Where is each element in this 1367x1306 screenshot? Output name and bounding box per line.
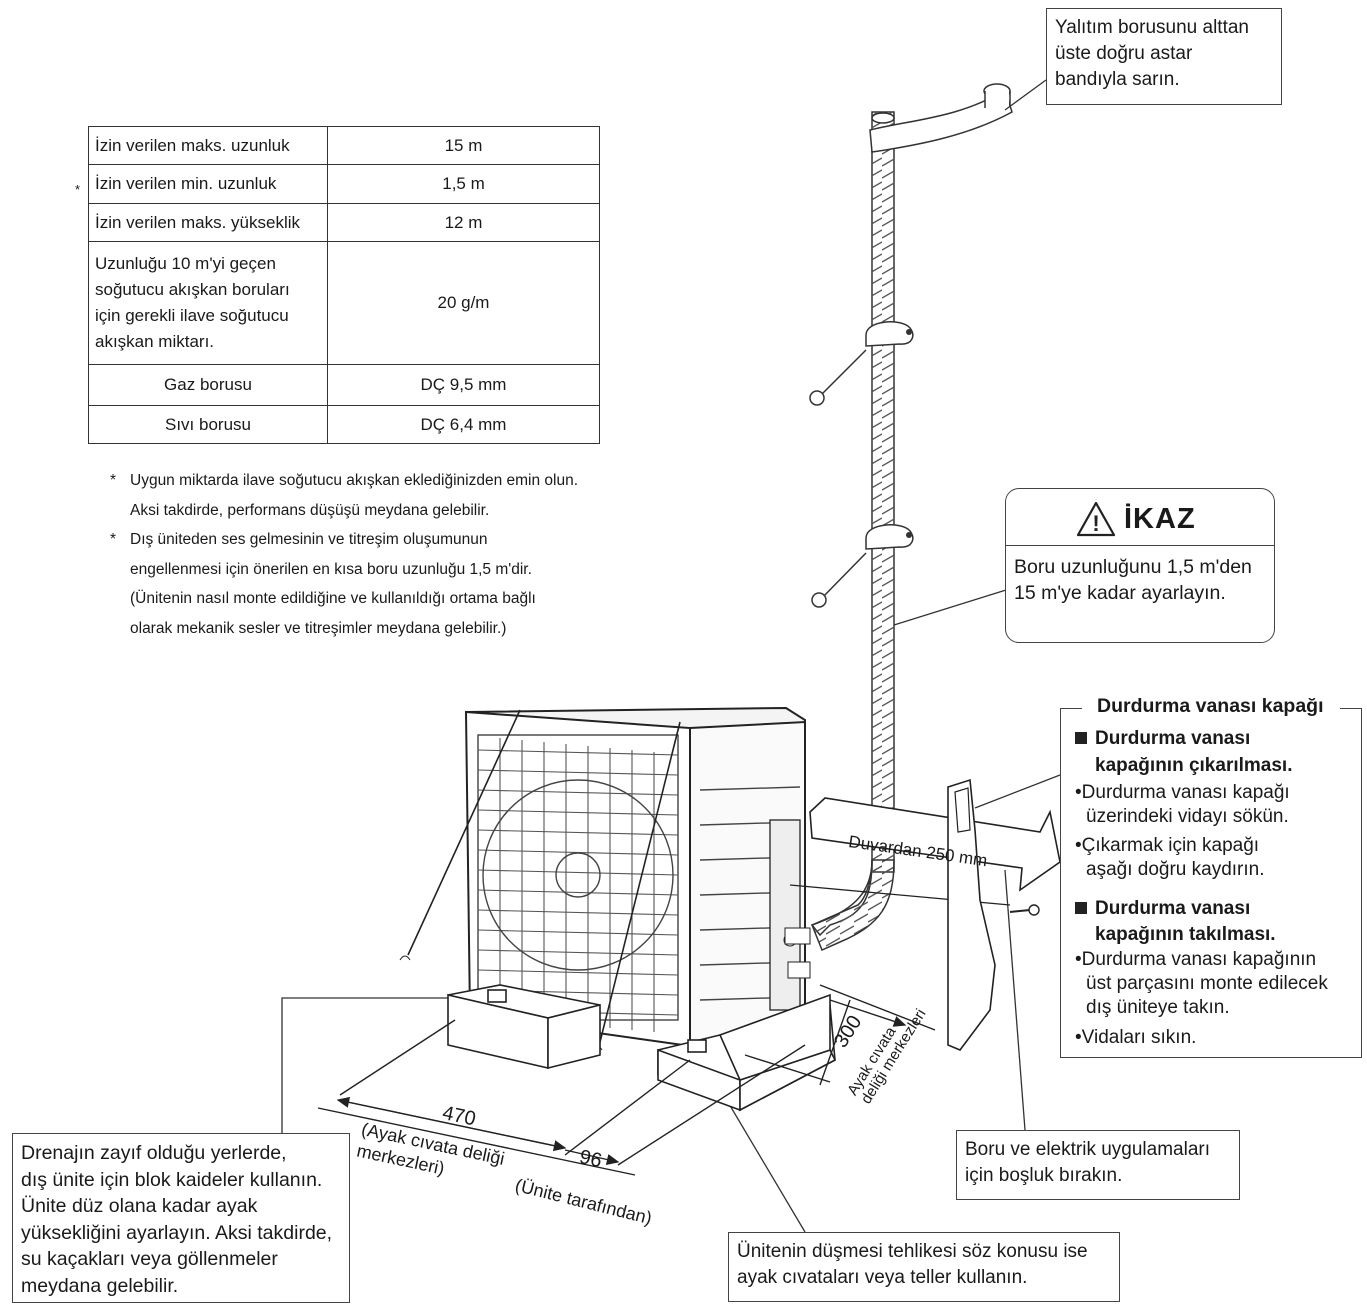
clearance-callout: Boru ve elektrik uygulamaları için boşlu… xyxy=(956,1130,1240,1200)
drainage-callout: Drenajın zayıf olduğu yerlerde, dış ünit… xyxy=(12,1133,350,1303)
notes: * Uygun miktarda ilave soğutucu akışkan e… xyxy=(110,466,578,643)
table-row: İzin verilen maks. yükseklik 12 m xyxy=(88,203,600,242)
heading-line: Durdurma vanası xyxy=(1095,728,1251,749)
panel-border xyxy=(1060,708,1082,709)
heading-line: kapağının takılması. xyxy=(1095,924,1276,945)
step-line: Çıkarmak için kapağı xyxy=(1081,835,1260,856)
table-cell-label: İzin verilen min. uzunluk xyxy=(88,164,328,204)
support-blocks xyxy=(447,984,837,1112)
dot-bullet: • xyxy=(1075,949,1082,970)
callout-line: su kaçakları veya göllenmeler xyxy=(21,1248,278,1270)
table-row: İzin verilen min. uzunluk 1,5 m xyxy=(88,164,600,204)
table-cell-value: 12 m xyxy=(327,203,600,242)
table-cell-label: İzin verilen maks. uzunluk xyxy=(88,126,328,165)
insulated-pipe xyxy=(810,83,1013,952)
table-cell-value: 20 g/m xyxy=(327,241,600,365)
dimension-96: 96 xyxy=(577,1146,604,1173)
warning-title: İKAZ xyxy=(1124,503,1196,535)
warning-triangle-icon: ! xyxy=(1076,501,1116,537)
removal-heading: Durdurma vanası xyxy=(1075,726,1250,751)
install-step: •Durdurma vanası kapağının xyxy=(1075,947,1316,972)
callout-line: ayak cıvataları veya teller kullanın. xyxy=(737,1267,1028,1288)
step-line: Vidaları sıkın. xyxy=(1081,1027,1197,1048)
valve-cover-title: Durdurma vanası kapağı xyxy=(1093,695,1328,718)
label-line: akışkan miktarı. xyxy=(95,332,215,351)
note-line: olarak mekanik sesler ve titreşimler mey… xyxy=(130,619,507,637)
note-bullet: * xyxy=(110,531,117,548)
pipe-clip-upper xyxy=(809,321,914,406)
install-heading: Durdurma vanası xyxy=(1075,896,1250,921)
callout-line: için boşluk bırakın. xyxy=(965,1165,1123,1186)
outdoor-unit xyxy=(399,706,811,1051)
note-line: Uygun miktarda ilave soğutucu akışkan ek… xyxy=(130,472,579,489)
callout-line: yüksekliğini ayarlayın. Aksi takdirde, xyxy=(21,1221,333,1244)
dot-bullet: • xyxy=(1075,782,1082,803)
removal-step: •Durdurma vanası kapağı xyxy=(1075,780,1290,805)
table-cell-value: DÇ 9,5 mm xyxy=(327,364,600,406)
spec-table: İzin verilen maks. uzunluk 15 m İzin ver… xyxy=(88,126,600,444)
removal-step: •Çıkarmak için kapağı xyxy=(1075,833,1259,858)
table-row: Uzunluğu 10 m'yi geçen soğutucu akışkan … xyxy=(88,241,600,365)
warning-symbol: ! xyxy=(1092,511,1099,536)
heading-line: Durdurma vanası xyxy=(1095,898,1251,919)
table-row: Gaz borusu DÇ 9,5 mm xyxy=(88,364,600,406)
note-bullet: * xyxy=(110,472,117,489)
dimension-lines xyxy=(317,984,936,1176)
step-line: üst parçasını monte edilecek xyxy=(1086,973,1328,994)
step-line: Durdurma vanası kapağı xyxy=(1081,782,1290,803)
note-line: Dış üniteden ses gelmesinin ve titreşim … xyxy=(130,531,488,548)
table-cell-value: 1,5 m xyxy=(327,164,600,204)
table-cell-label: Uzunluğu 10 m'yi geçen soğutucu akışkan … xyxy=(88,241,328,365)
table-row: İzin verilen maks. uzunluk 15 m xyxy=(88,126,600,165)
table-asterisk: * xyxy=(75,182,81,197)
warning-header: ! İKAZ xyxy=(1006,495,1274,546)
label-line: için gerekli ilave soğutucu xyxy=(95,306,289,325)
heading-line: kapağının çıkarılması. xyxy=(1095,755,1293,776)
valve-cover-panel xyxy=(1060,708,1362,1058)
label-line: Uzunluğu 10 m'yi geçen xyxy=(95,254,276,273)
table-cell-value: DÇ 6,4 mm xyxy=(327,405,600,444)
table-cell-label: Gaz borusu xyxy=(88,364,328,406)
callout-line: bandıyla sarın. xyxy=(1055,69,1180,90)
step-line: aşağı doğru kaydırın. xyxy=(1086,859,1265,880)
label-line: soğutucu akışkan boruları xyxy=(95,280,290,299)
dot-bullet: • xyxy=(1075,1027,1082,1048)
step-line: üzerindeki vidayı sökün. xyxy=(1086,806,1289,827)
table-cell-value: 15 m xyxy=(327,126,600,165)
square-bullet-icon xyxy=(1075,732,1087,744)
step-line: dış üniteye takın. xyxy=(1086,997,1230,1018)
note-line: Aksi takdirde, performans düşüşü meydana… xyxy=(130,501,490,519)
callout-line: Yalıtım borusunu alttan xyxy=(1055,17,1249,38)
warning-line: 15 m'ye kadar ayarlayın. xyxy=(1014,582,1226,604)
warning-line: Boru uzunluğunu 1,5 m'den xyxy=(1014,556,1252,578)
table-cell-label: İzin verilen maks. yükseklik xyxy=(88,203,328,242)
note-line: (Ünitenin nasıl monte edildiğine ve kull… xyxy=(130,590,536,607)
table-row: Sıvı borusu DÇ 6,4 mm xyxy=(88,405,600,444)
callout-line: Drenajın zayıf olduğu yerlerde, xyxy=(21,1142,287,1164)
callout-line: dış ünite için blok kaideler kullanın. xyxy=(21,1168,323,1191)
callout-line: Boru ve elektrik uygulamaları xyxy=(965,1139,1210,1160)
table-cell-label: Sıvı borusu xyxy=(88,405,328,444)
stop-valve-cover xyxy=(947,778,1040,1051)
square-bullet-icon xyxy=(1075,902,1087,914)
step-line: Durdurma vanası kapağının xyxy=(1081,949,1317,970)
dot-bullet: • xyxy=(1075,835,1082,856)
warning-text: Boru uzunluğunu 1,5 m'den 15 m'ye kadar … xyxy=(1014,554,1252,606)
callout-line: Ünite düz olana kadar ayak xyxy=(21,1195,258,1217)
install-step: •Vidaları sıkın. xyxy=(1075,1025,1196,1050)
fall-hazard-callout: Ünitenin düşmesi tehlikesi söz konusu is… xyxy=(728,1232,1120,1302)
pipe-clip-lower xyxy=(811,524,914,608)
warning-box: ! İKAZ Boru uzunluğunu 1,5 m'den 15 m'ye… xyxy=(1005,488,1275,643)
callout-line: üste doğru astar xyxy=(1055,43,1193,64)
callout-line: meydana gelebilir. xyxy=(21,1274,179,1297)
wrap-callout: Yalıtım borusunu alttan üste doğru astar… xyxy=(1046,8,1282,105)
note-line: engellenmesi için önerilen en kısa boru … xyxy=(130,560,532,578)
callout-line: Ünitenin düşmesi tehlikesi söz konusu is… xyxy=(737,1241,1088,1262)
panel-border xyxy=(1340,708,1362,709)
